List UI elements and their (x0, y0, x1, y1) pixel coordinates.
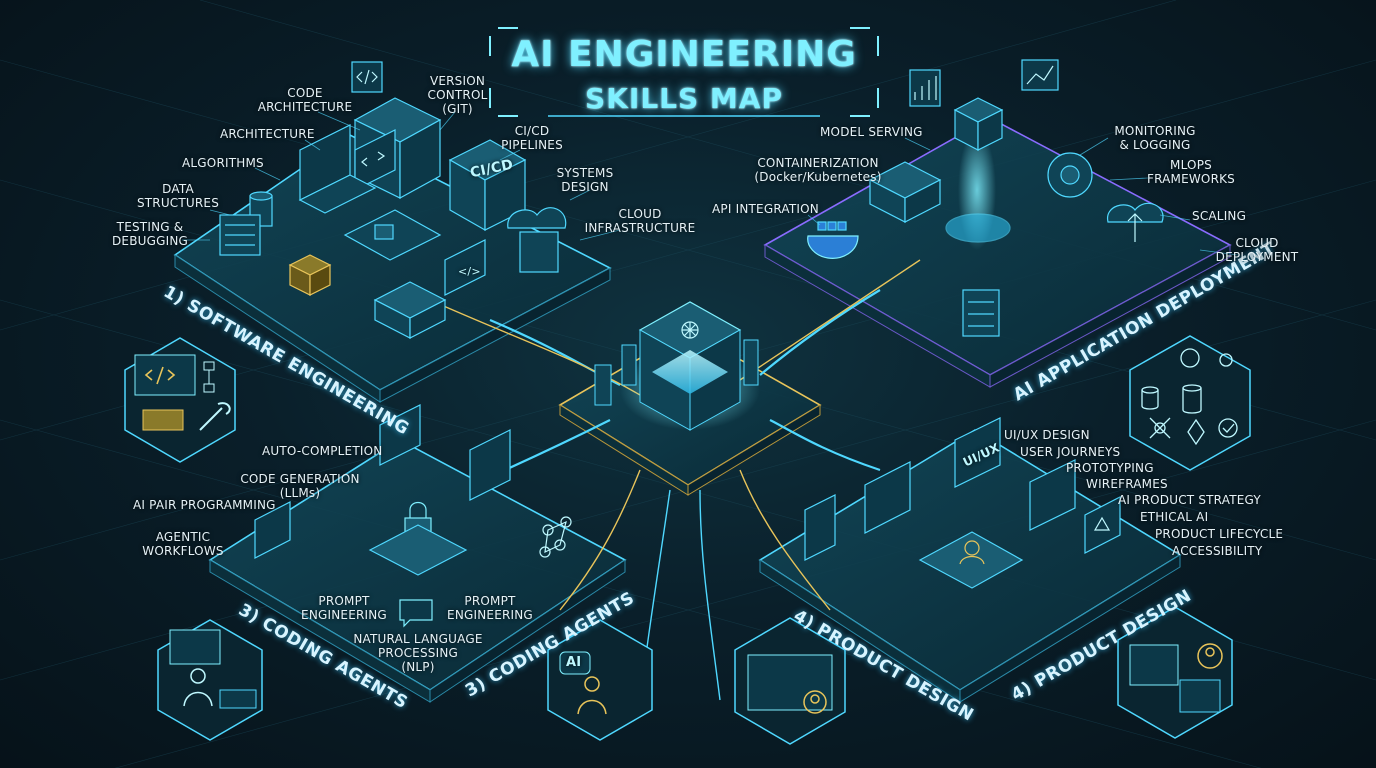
label-data-structures: DATA STRUCTURES (136, 182, 220, 210)
network-icon (1149, 417, 1171, 439)
label-architecture: ARCHITECTURE (220, 127, 315, 141)
server-stack-icon (962, 289, 1000, 337)
database-icon (1182, 384, 1202, 414)
diamond-icon (1187, 418, 1205, 446)
label-model-serving: MODEL SERVING (820, 125, 923, 139)
label-accessibility: ACCESSIBILITY (1172, 544, 1263, 558)
badge-product (734, 617, 846, 745)
laptop-code-icon (254, 404, 511, 559)
label-cloud-deployment: CLOUD DEPLOYMENT (1215, 236, 1299, 264)
label-wireframes: WIREFRAMES (1086, 477, 1168, 491)
coding-devices (254, 404, 572, 628)
user-icon (803, 690, 827, 714)
label-uiux-design: UI/UX DESIGN (1004, 428, 1090, 442)
badge-deployment (1129, 335, 1251, 471)
badge-product-right (1117, 606, 1233, 739)
label-prompt-engineering-right: PROMPT ENGINEERING (447, 594, 533, 622)
laptop-icon (298, 124, 377, 214)
label-scaling: SCALING (1192, 209, 1247, 223)
uiux-monitor-icon (954, 417, 1001, 488)
code-icon (144, 366, 176, 385)
label-systems-design: SYSTEMS DESIGN (556, 166, 614, 194)
label-mlops-frameworks: MLOPS FRAMEWORKS (1146, 158, 1236, 186)
wireframe-monitor-icon (804, 459, 1076, 561)
flowchart-icon (343, 209, 442, 261)
code-icon (351, 61, 383, 93)
software-devices (219, 61, 567, 339)
label-monitoring-logging: MONITORING & LOGGING (1114, 124, 1196, 152)
deployment-devices (807, 59, 1164, 337)
label-ethical-ai: ETHICAL AI (1140, 510, 1209, 524)
wrench-icon (199, 402, 231, 431)
user-icon (1197, 643, 1223, 669)
gear-icon (1047, 152, 1093, 198)
flowchart-icon (203, 361, 215, 393)
docker-whale-icon (807, 221, 859, 259)
model-serving-beam (945, 97, 1011, 250)
chat-bubble-icon (399, 599, 433, 628)
label-prototyping: PROTOTYPING (1066, 461, 1154, 475)
label-nlp: NATURAL LANGUAGE PROCESSING (NLP) (353, 632, 483, 674)
label-api-integration: API INTEGRATION (712, 202, 819, 216)
code-tablet-icon (444, 239, 486, 296)
user-icon (183, 668, 213, 707)
label-product-lifecycle: PRODUCT LIFECYCLE (1155, 527, 1284, 541)
label-auto-completion: AUTO-COMPLETION (262, 444, 383, 458)
toolbox-icon (142, 409, 184, 431)
badge-software (124, 337, 236, 463)
code-tag-text: </> (458, 265, 481, 278)
cloud-upload-icon (1107, 202, 1164, 242)
data-cables (429, 259, 921, 701)
label-cicd: CI/CD PIPELINES (501, 124, 563, 152)
secure-chip-icon (368, 524, 468, 576)
label-agentic-workflows: AGENTIC WORKFLOWS (142, 530, 224, 558)
check-icon (1218, 418, 1238, 438)
page-subtitle: SKILLS MAP (585, 82, 783, 115)
server-icon (219, 214, 261, 256)
cube-stack-icon (288, 254, 332, 296)
platform-software-engineering (173, 134, 612, 403)
label-user-journeys: USER JOURNEYS (1020, 445, 1121, 459)
label-ai-pair-programming: AI PAIR PROGRAMMING (133, 498, 276, 512)
chip-icon (373, 281, 447, 339)
cloud-icon (507, 207, 567, 273)
database-icon (1141, 386, 1159, 410)
label-testing-debugging: TESTING & DEBUGGING (111, 220, 189, 248)
label-algorithms: ALGORITHMS (182, 156, 264, 170)
monitor-icon (354, 129, 396, 191)
label-version-control: VERSION CONTROL (GIT) (427, 74, 488, 116)
container-block (868, 161, 942, 223)
label-prompt-engineering-left: PROMPT ENGINEERING (301, 594, 387, 622)
badge-coding (157, 619, 263, 741)
label-ai-product-strategy: AI PRODUCT STRATEGY (1118, 493, 1261, 507)
product-devices (804, 417, 1121, 589)
chart-icon (909, 59, 1059, 107)
label-cloud-infrastructure: CLOUD INFRASTRUCTURE (584, 207, 696, 235)
central-ai-core (594, 301, 760, 431)
title-border (489, 27, 879, 117)
neural-network-icon (681, 321, 699, 339)
leader-lines (182, 111, 1239, 256)
label-code-architecture: CODE ARCHITECTURE (257, 86, 353, 114)
label-code-generation: CODE GENERATION (LLMs) (240, 472, 360, 500)
chat-bubble-icon (559, 651, 591, 675)
user-icon (918, 531, 1024, 589)
page-title: AI ENGINEERING (511, 34, 857, 75)
neural-graph-icon (539, 516, 572, 558)
title-frame: AI ENGINEERING SKILLS MAP (488, 26, 880, 118)
neural-network-icon (1180, 348, 1233, 368)
badge-coding-ai (547, 619, 653, 741)
ai-badge-text: AI (566, 655, 582, 670)
warning-icon (1084, 496, 1121, 554)
user-icon (577, 676, 607, 715)
label-containerization: CONTAINERIZATION (Docker/Kubernetes) (754, 156, 882, 184)
